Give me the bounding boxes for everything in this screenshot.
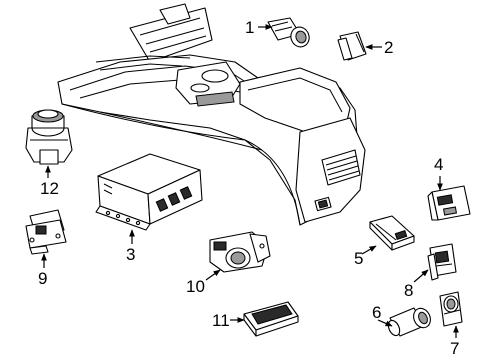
callout-2: 2 — [384, 38, 393, 57]
callout-5: 5 — [354, 249, 363, 268]
callout-3: 3 — [126, 245, 135, 264]
part-10-media-port — [209, 231, 271, 273]
part-12-switch — [25, 109, 73, 165]
part-9-switch-bracket — [25, 209, 67, 255]
callout-8: 8 — [404, 281, 413, 300]
callout-6: 6 — [372, 303, 381, 322]
part-8-switch-module — [427, 243, 457, 281]
leader-10 — [205, 269, 221, 281]
part-1-lighter — [267, 17, 310, 48]
callout-10: 10 — [186, 277, 205, 296]
callout-4: 4 — [434, 155, 443, 174]
callout-1: 1 — [245, 18, 254, 37]
part-7-socket-bezel — [439, 291, 463, 327]
part-5-usb-housing — [369, 215, 415, 251]
leader-8 — [413, 269, 429, 283]
callout-9: 9 — [38, 269, 47, 288]
center-console-assembly — [57, 3, 366, 226]
callout-12: 12 — [40, 179, 59, 198]
leader-5 — [361, 245, 377, 255]
part-3-control-module — [95, 153, 203, 231]
part-11-tray — [243, 301, 299, 337]
part-2-socket-cap — [337, 31, 367, 61]
part-4-connector — [427, 185, 471, 221]
part-6-lighter-element — [387, 307, 431, 337]
callout-11: 11 — [212, 311, 230, 330]
leader-6 — [377, 319, 393, 327]
callout-7: 7 — [450, 339, 459, 358]
